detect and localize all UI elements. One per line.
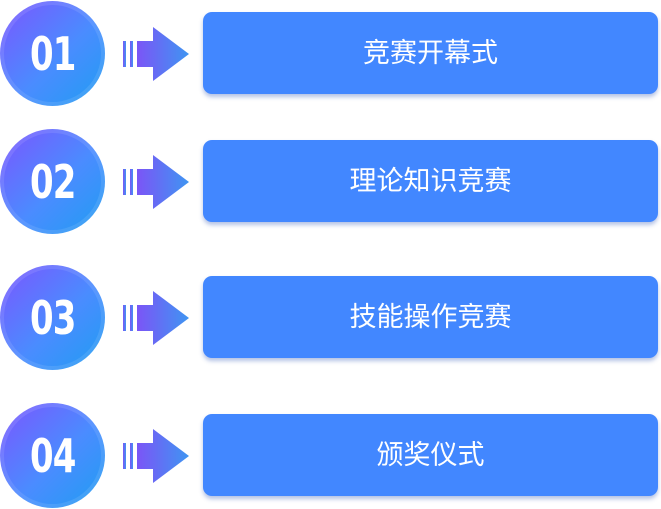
- step-label: 技能操作竞赛: [349, 301, 512, 333]
- step-number-circle: 04: [0, 403, 105, 508]
- step-label-box: 技能操作竞赛: [203, 276, 658, 358]
- step-number-circle: 01: [0, 1, 105, 106]
- step-number: 04: [29, 428, 76, 483]
- step-4: 04 颁奖仪式: [0, 403, 661, 508]
- arrow-right-icon: [123, 429, 189, 483]
- step-number: 01: [29, 26, 76, 81]
- step-label-box: 竞赛开幕式: [203, 12, 658, 94]
- arrow-right-icon: [123, 291, 189, 345]
- step-label-box: 颁奖仪式: [203, 414, 658, 496]
- step-label: 颁奖仪式: [376, 439, 485, 471]
- step-label: 竞赛开幕式: [363, 37, 498, 69]
- arrow-right-icon: [123, 27, 189, 81]
- step-2: 02 理论知识竞赛: [0, 129, 661, 234]
- step-1: 01 竞赛开幕式: [0, 1, 661, 106]
- arrow-right-icon: [123, 155, 189, 209]
- step-number-circle: 03: [0, 265, 105, 370]
- step-label-box: 理论知识竞赛: [203, 140, 658, 222]
- step-number-circle: 02: [0, 129, 105, 234]
- step-number: 02: [29, 154, 76, 209]
- step-3: 03 技能操作竞赛: [0, 265, 661, 370]
- step-number: 03: [29, 290, 76, 345]
- step-label: 理论知识竞赛: [349, 165, 512, 197]
